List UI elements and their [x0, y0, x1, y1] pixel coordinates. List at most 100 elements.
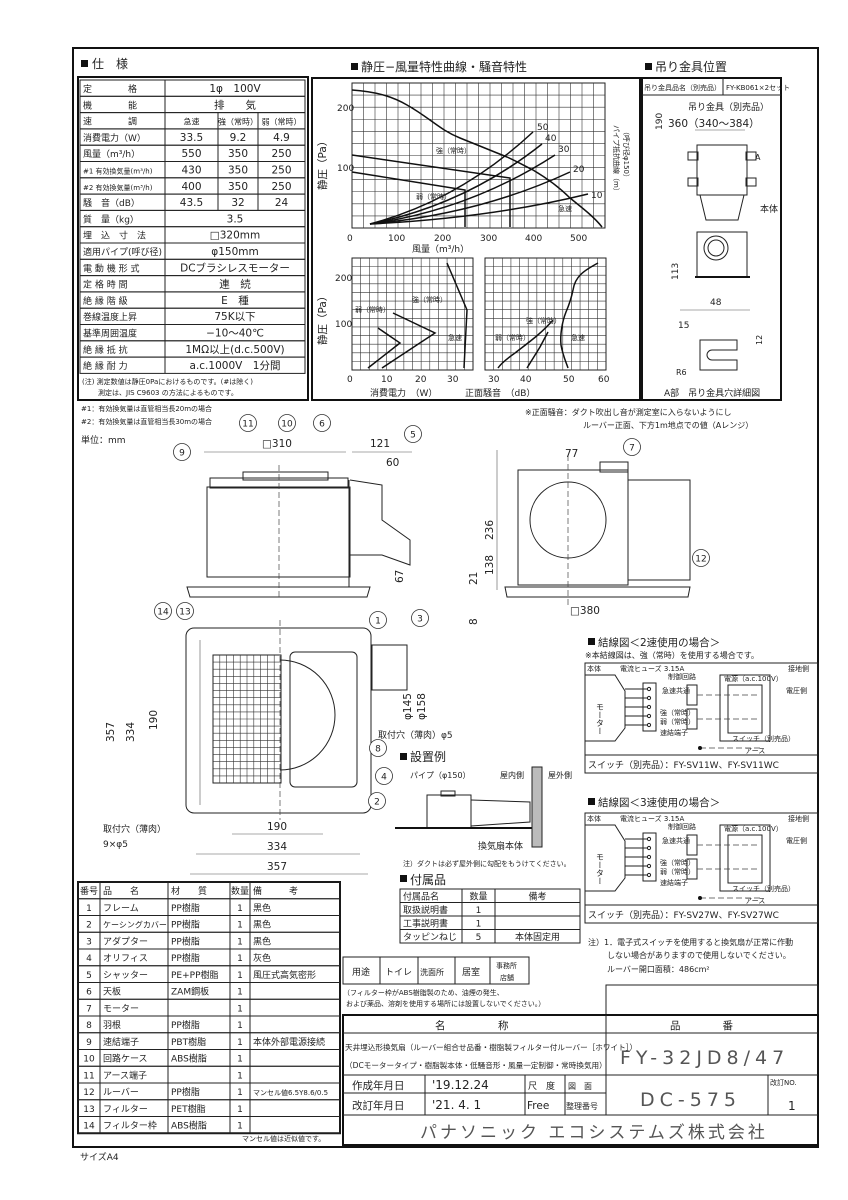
- x-tick: 20: [415, 375, 427, 385]
- section-marker-icon: [588, 638, 595, 645]
- parts-cell: 7: [86, 1004, 92, 1014]
- munsell-note: マンセル値は近似値です。: [242, 1134, 325, 1143]
- parts-cell: 1: [86, 904, 92, 914]
- hanger-body-front: [696, 231, 748, 278]
- section-marker-icon: [400, 753, 407, 760]
- dim-190-v: 190: [148, 710, 160, 730]
- spec-value: 250: [271, 165, 291, 177]
- rapid-power-curve: [446, 262, 468, 369]
- accessory-header: 数量: [469, 891, 487, 903]
- section-marker-icon: [400, 875, 407, 882]
- mount-hole-label: 取付穴（薄肉）φ5: [378, 729, 453, 741]
- strong-terminal-label: 強（常時）: [660, 858, 695, 867]
- y-tick: 200: [335, 274, 352, 284]
- callout-number: 6: [319, 420, 325, 430]
- part-callout: 4: [375, 767, 393, 785]
- drawing-number: DC-575: [640, 1089, 741, 1111]
- parts-cell: PP樹脂: [171, 1086, 200, 1098]
- parts-cell: 5: [86, 971, 92, 981]
- usage-note-2: および薬品、溶剤を使用する場所には設置しないでください。）: [346, 999, 545, 1008]
- parts-cell: 1: [237, 1004, 243, 1014]
- revised-label: 改訂年月日: [352, 1099, 405, 1112]
- accessory-cell: タッピンねじ: [403, 932, 457, 943]
- noise-footnote-2: ルーバー正面、下方1m地点での値（Aレンジ）: [583, 420, 753, 430]
- y-tick: 200: [337, 104, 354, 114]
- callout-number: 3: [417, 615, 423, 625]
- company-name: パナソニック エコシステムズ株式会社: [420, 1123, 768, 1143]
- spec-note-2: 測定は、JIS C9603 の方法によるものです。: [98, 388, 238, 397]
- parts-cell: 風圧式高気密形: [253, 969, 316, 981]
- dim-121: 121: [370, 438, 390, 450]
- parts-cell: 12: [83, 1088, 94, 1098]
- spec-row: [79, 356, 306, 374]
- hanger-section: 吊り金具位置 吊り金具品名（別売品） FY-KB061×2セット 吊り金具（別売…: [641, 59, 790, 401]
- parts-cell: 11: [83, 1071, 94, 1081]
- section-marker-icon: [645, 63, 652, 70]
- pipe-curve-axis-label: パイプ抵抗曲線（m）: [612, 125, 621, 195]
- rapid-label: 急速: [448, 333, 462, 342]
- spec-label: 速 調: [83, 116, 137, 128]
- parts-cell: 羽根: [103, 1019, 121, 1031]
- body-label: 本体: [587, 814, 601, 823]
- spec-value: E 種: [221, 294, 249, 307]
- spec-value: a.c.1000V 1分間: [190, 360, 281, 372]
- pipe-curve-20: [369, 171, 571, 225]
- y-axis-label: 静圧（Pa）: [316, 136, 329, 190]
- motor-shape: [585, 824, 626, 892]
- pipe-curve-axis-sub: （呼び径φ150）: [622, 128, 631, 181]
- parts-cell: 黒色: [253, 935, 271, 947]
- x-tick: 400: [525, 234, 542, 244]
- switch-box: [719, 824, 771, 892]
- power-chart-grid: [351, 257, 474, 371]
- parts-cell: ZAM鋼板: [171, 986, 209, 998]
- parts-cell: 1: [237, 954, 243, 964]
- parts-cell: 1: [237, 971, 243, 981]
- usage-section: 用途 トイレ 洗面所 居室 事務所 店舗 （フィルター枠がABS樹脂製のため、油…: [342, 956, 545, 1008]
- spec-value: 75K以下: [214, 311, 255, 323]
- voltage-side-label: 電圧側: [786, 686, 807, 695]
- part-callout: 13: [176, 602, 194, 620]
- spec-label: 定 格 時 間: [83, 279, 128, 291]
- parts-header: 材 質: [171, 885, 207, 897]
- revised-date: '21. 4. 1: [432, 1098, 481, 1112]
- accessory-header: 付属品名: [403, 891, 439, 903]
- dim-r6: R6: [676, 368, 687, 377]
- spec-value: DCブラシレスモーター: [180, 261, 290, 274]
- x-tick: 50: [563, 375, 575, 385]
- accessory-cell: 工事説明書: [403, 918, 448, 930]
- noise-chart-grid: [484, 257, 607, 371]
- dim-12: 12: [755, 335, 764, 345]
- rapid-label: 急速: [558, 204, 572, 213]
- spec-label: 絶 縁 階 級: [83, 295, 128, 307]
- dim-phi158: φ158: [416, 693, 428, 720]
- spec-value: 4.9: [273, 132, 290, 144]
- parts-cell: 9: [86, 1038, 92, 1048]
- revision-number: 1: [788, 1099, 796, 1113]
- pipe-curve-40: [369, 143, 543, 225]
- parts-cell: 3: [86, 937, 92, 947]
- parts-cell: 灰色: [253, 952, 271, 964]
- earth-label: アース: [745, 897, 765, 905]
- dim-357-h: 357: [267, 861, 287, 873]
- parts-cell: 1: [237, 1088, 243, 1098]
- parts-cell: PP樹脂: [171, 935, 200, 947]
- earth-label: アース: [745, 747, 765, 755]
- x-tick: 0: [347, 234, 353, 244]
- section-marker-icon: [351, 63, 358, 70]
- part-callout: 14: [154, 602, 172, 620]
- part-callout: 3: [411, 609, 429, 627]
- wiring-note-1: 注）1．電子式スイッチを使用すると換気扇が正常に作動: [588, 937, 793, 947]
- parts-cell: 1: [237, 988, 243, 998]
- parts-cell: 14: [83, 1122, 95, 1132]
- footnote-2: #2：有効換気量は直管相当長30mの場合: [81, 417, 212, 426]
- install-section: 設置例 パイプ（φ150） 屋内側 屋外側 換気扇本体 注）ダクトは必ず屋外側に…: [395, 749, 572, 868]
- rapid-label: 急速: [571, 333, 585, 342]
- parts-cell: マンセル値6.5Y8.6/0.5: [253, 1088, 328, 1097]
- wiring-title: 結線図＜2速使用の場合＞: [598, 636, 720, 649]
- upper-chart-grid: [351, 82, 606, 229]
- install-note: 注）ダクトは必ず屋外側に勾配をもうけてください。: [403, 859, 571, 868]
- switch-model: スイッチ（別売品）：FY-SV27W、FY-SV27WC: [588, 909, 779, 921]
